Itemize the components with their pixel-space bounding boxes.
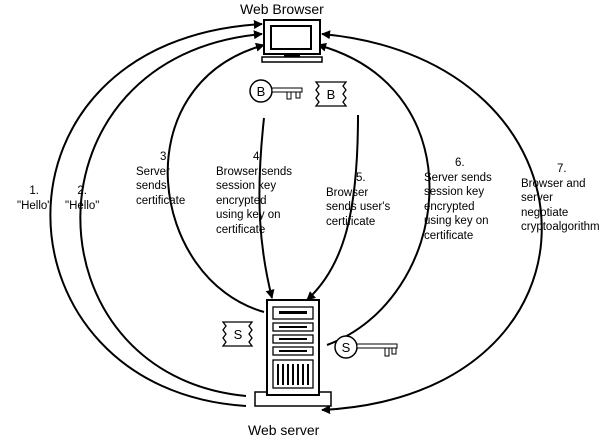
step-7-text: Browser and server negotiate cryptoalgor… [521, 177, 600, 234]
arrow-step-4 [258, 117, 275, 299]
server-tower-icon [254, 299, 332, 407]
step-4-number: 4. [253, 151, 263, 163]
server-key-icon: S [334, 335, 398, 359]
step-4-text: Browser sends session key encrypted usin… [216, 165, 293, 236]
server-cert-letter: S [234, 327, 243, 342]
step-2-number: 2. [77, 185, 87, 197]
step-5-number: 5. [356, 172, 366, 184]
step-6-text: Server sends session key encrypted using… [424, 171, 492, 242]
step-6-number: 6. [455, 157, 465, 169]
step-5-label: 5. Browser sends user's certificate [326, 171, 390, 229]
browser-key-letter: B [257, 84, 266, 99]
arrow-step-1 [49, 19, 263, 407]
step-5-text: Browser sends user's certificate [326, 186, 391, 228]
step-6-label: 6. Server sends session key encrypted us… [424, 156, 492, 243]
step-7-number: 7. [557, 163, 567, 175]
step-1-number: 1. [29, 185, 39, 197]
step-7-label: 7. Browser and server negotiate cryptoal… [521, 162, 600, 235]
arrow-step-5 [306, 114, 359, 301]
arrow-step-2 [79, 30, 263, 397]
browser-key-icon: B [249, 79, 303, 103]
arrow-step-7 [321, 30, 543, 415]
browser-cert-letter: B [327, 87, 336, 102]
step-3-text: Server sends certificate [136, 165, 186, 207]
step-1-label: 1. "Hello" [17, 184, 51, 213]
server-title: Web server [248, 422, 320, 438]
arrow-step-3 [166, 42, 265, 313]
step-4-label: 4. Browser sends session key encrypted u… [216, 150, 292, 237]
arrow-step-6 [317, 42, 431, 346]
server-certificate-icon: S [221, 321, 254, 347]
step-2-label: 2. "Hello" [65, 184, 99, 213]
step-1-text: "Hello" [17, 199, 52, 212]
step-3-number: 3. [160, 151, 170, 163]
browser-certificate-icon: B [314, 81, 348, 107]
browser-monitor-icon [261, 19, 323, 63]
step-2-text: "Hello" [65, 199, 100, 212]
step-3-label: 3. Server sends certificate [136, 150, 185, 208]
server-key-letter: S [342, 340, 351, 355]
browser-title: Web Browser [240, 1, 324, 17]
